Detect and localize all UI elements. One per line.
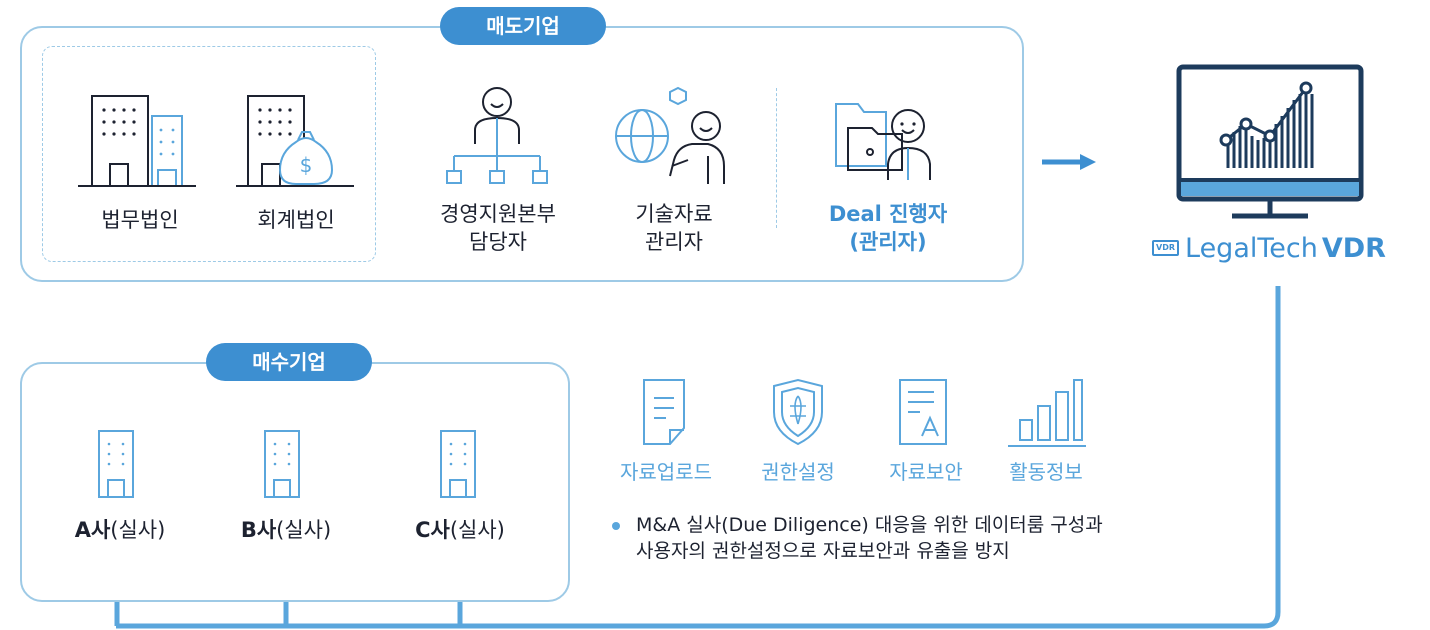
secure-document-icon <box>899 379 947 445</box>
building-icon <box>440 430 476 498</box>
buyer-company-name: B사 <box>240 518 277 542</box>
buyer-company-role: (실사) <box>276 518 332 542</box>
vdr-monitor-icon <box>1176 64 1364 219</box>
description-text: M&A 실사(Due Diligence) 대응을 위한 데이터룸 구성과 사용… <box>636 514 1103 562</box>
arrow-right-icon <box>1042 154 1096 170</box>
building-icon <box>264 430 300 498</box>
buyer-company-name: A사 <box>74 518 111 542</box>
seller-item-label: 기술자료 관리자 <box>635 202 713 254</box>
seller-item-label: 법무법인 <box>101 208 179 232</box>
buyer-title-badge: 매수기업 <box>206 343 372 381</box>
feature-label: 권한설정 <box>761 460 835 484</box>
buyer-item-label: C사(실사) <box>400 516 520 544</box>
bar-chart-icon <box>1008 379 1086 447</box>
seller-title-badge: 매도기업 <box>440 7 606 45</box>
buyer-company-role: (실사) <box>110 518 166 542</box>
law-firm-building-icon <box>78 95 196 187</box>
org-chart-person-icon <box>446 87 548 184</box>
buyer-company-role: (실사) <box>449 518 505 542</box>
shield-icon <box>773 378 823 446</box>
seller-divider <box>776 88 777 228</box>
vdr-logo-text-bold: VDR <box>1321 232 1386 264</box>
vdr-logo-text-light: LegalTech <box>1185 232 1318 264</box>
feature-label: 자료업로드 <box>620 460 712 484</box>
seller-item-label: Deal 진행자 (관리자) <box>828 202 948 254</box>
svg-text:$: $ <box>300 153 313 177</box>
seller-item-label: 회계법인 <box>257 208 335 232</box>
description-bullet <box>612 522 620 530</box>
globe-person-icon <box>615 86 725 184</box>
document-upload-icon <box>643 379 685 445</box>
vdr-logo-badge: VDR <box>1152 240 1179 256</box>
buyer-item-label: A사(실사) <box>60 516 180 544</box>
feature-label: 자료보안 <box>889 460 963 484</box>
feature-label: 활동정보 <box>1009 460 1083 484</box>
seller-panel <box>20 26 1024 282</box>
folder-person-icon <box>835 103 931 180</box>
vdr-logo: VDR LegalTech VDR <box>1152 230 1386 266</box>
buyer-company-name: C사 <box>415 518 450 542</box>
building-icon <box>98 430 134 498</box>
advisor-group-box <box>42 46 376 262</box>
accounting-firm-building-icon: $ <box>236 95 354 187</box>
seller-item-label: 경영지원본부 담당자 <box>440 202 556 254</box>
buyer-item-label: B사(실사) <box>226 516 346 544</box>
buyer-panel <box>20 362 570 602</box>
